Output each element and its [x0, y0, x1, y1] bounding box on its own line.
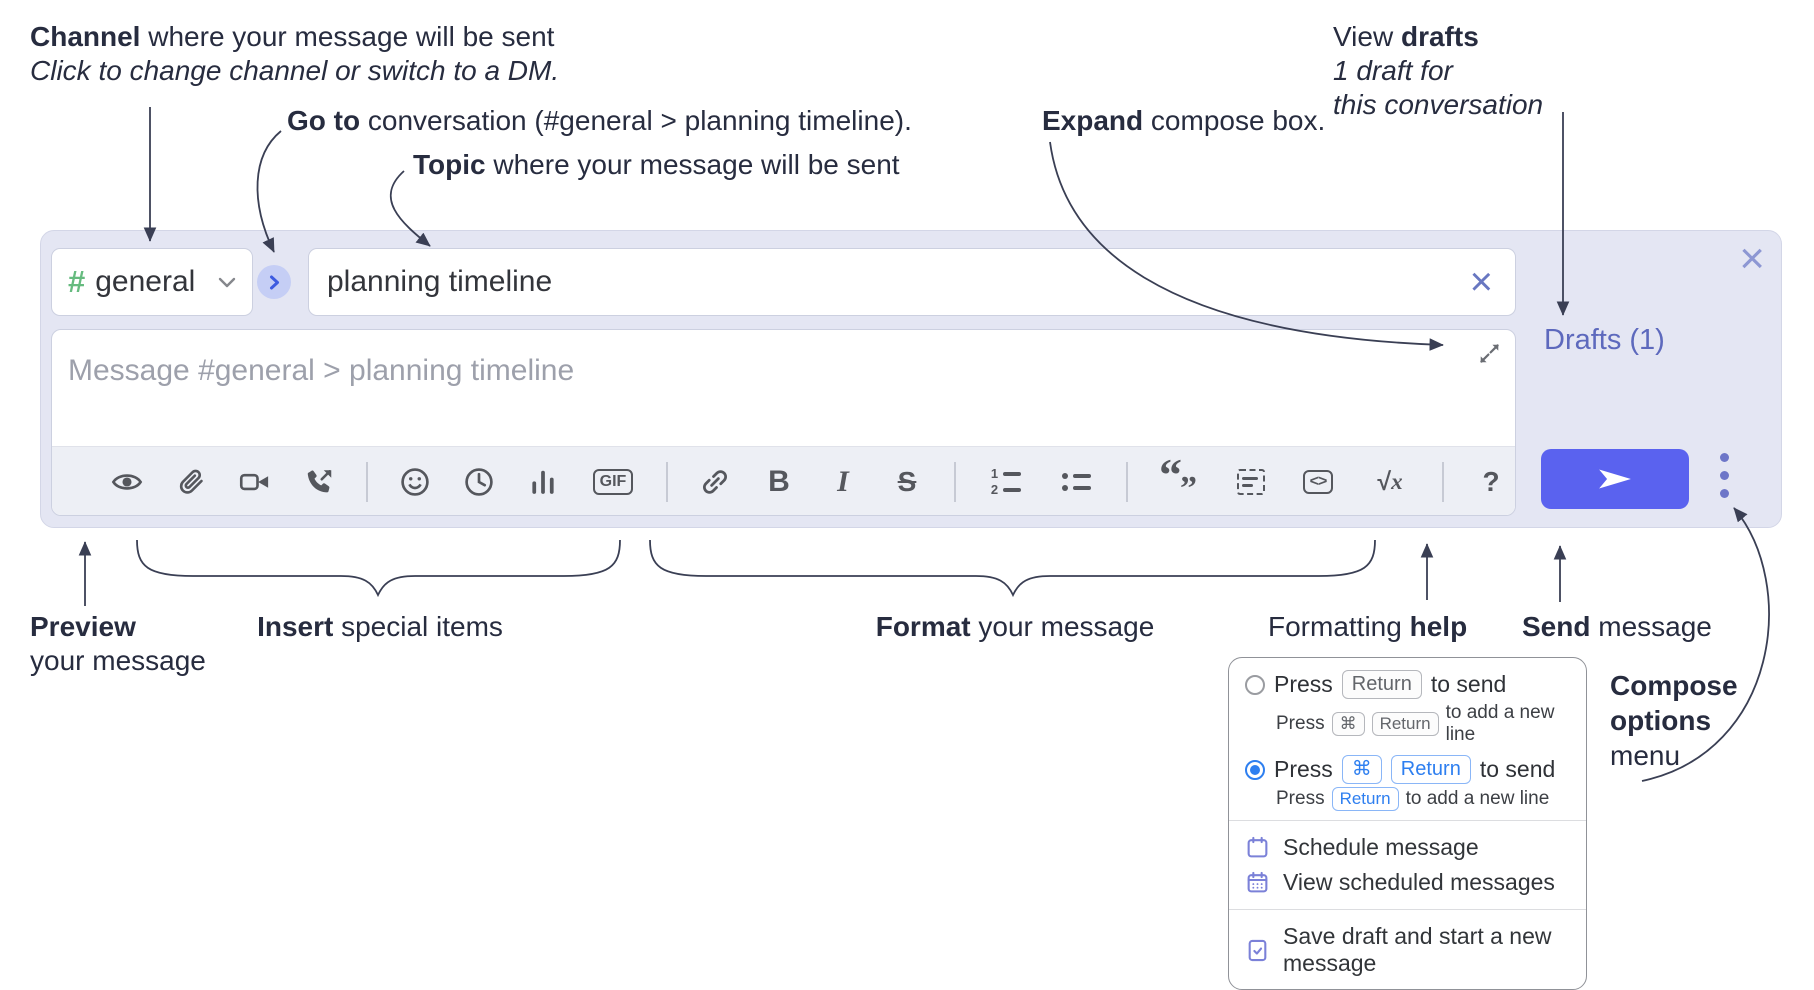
annotation-preview: Preview your message	[30, 611, 206, 676]
compose-options-menu: Press Return to send Press ⌘ Return to a…	[1228, 657, 1587, 990]
toolbar-divider	[366, 462, 368, 502]
drafts-link[interactable]: Drafts (1)	[1544, 324, 1665, 356]
compose-options-menu-button[interactable]	[1717, 453, 1731, 498]
annotation-view-drafts: View drafts 1 draft for this conversatio…	[1333, 21, 1544, 120]
calendar-grid-icon	[1245, 870, 1270, 895]
calendar-icon	[1245, 835, 1270, 860]
key-return: Return	[1341, 670, 1422, 699]
close-compose-icon[interactable]: ×	[1739, 234, 1765, 283]
key-return: Return	[1390, 755, 1471, 784]
annotation-goto: Go to conversation (#general > planning …	[287, 105, 912, 136]
radio-selected[interactable]	[1245, 759, 1265, 780]
menu-item-schedule-message[interactable]: Schedule message	[1229, 830, 1586, 865]
annotation-expand: Expand compose box.	[1042, 105, 1326, 136]
topic-input[interactable]: planning timeline ×	[308, 248, 1516, 316]
send-option-return[interactable]: Press Return to send Press ⌘ Return to a…	[1229, 668, 1586, 746]
annotation-send: Send message	[1522, 611, 1712, 642]
formatting-help-icon[interactable]: ?	[1482, 466, 1500, 497]
menu-item-view-scheduled[interactable]: View scheduled messages	[1229, 865, 1586, 900]
annotation-topic: Topic where your message will be sent	[413, 149, 900, 180]
draft-save-icon	[1245, 938, 1270, 963]
annotation-format: Format your message	[875, 611, 1155, 642]
spoiler-icon[interactable]	[1234, 460, 1268, 504]
channel-name: general	[95, 265, 196, 298]
bold-icon[interactable]: B	[768, 465, 790, 498]
key-cmd: ⌘	[1331, 712, 1365, 736]
annotation-channel: Channel where your message will be sent …	[30, 21, 560, 86]
link-icon[interactable]	[698, 460, 732, 504]
add-gif-icon[interactable]: GIF	[590, 460, 636, 504]
menu-divider	[1229, 820, 1586, 821]
annotation-insert: Insert special items	[257, 611, 503, 642]
math-icon[interactable]: √x	[1377, 467, 1403, 496]
send-icon	[1599, 469, 1631, 489]
topic-value: planning timeline	[327, 265, 553, 298]
menu-item-save-draft[interactable]: Save draft and start a new message	[1229, 919, 1586, 981]
code-icon[interactable]: <>	[1298, 460, 1338, 504]
compose-box: # general planning timeline × Message #g…	[40, 230, 1782, 528]
preview-eye-icon[interactable]	[110, 460, 144, 504]
start-video-call-icon[interactable]	[238, 460, 272, 504]
chevron-right-icon	[269, 275, 279, 289]
message-panel: Message #general > planning timeline	[51, 329, 1516, 516]
annotation-help: Formatting help	[1268, 611, 1468, 642]
expand-compose-icon[interactable]	[1476, 340, 1503, 372]
message-placeholder: Message #general > planning timeline	[68, 354, 575, 387]
channel-selector[interactable]: # general	[51, 248, 253, 316]
go-to-conversation-button[interactable]	[257, 265, 291, 299]
add-emoji-icon[interactable]	[398, 460, 432, 504]
key-return: Return	[1371, 712, 1439, 736]
toolbar-divider	[954, 462, 956, 502]
toolbar-divider	[1442, 462, 1444, 502]
italic-icon[interactable]: I	[837, 465, 849, 498]
bulleted-list-icon[interactable]	[1056, 460, 1096, 504]
key-cmd: ⌘	[1341, 755, 1382, 784]
send-option-cmd-return[interactable]: Press ⌘ Return to send Press Return to a…	[1229, 753, 1586, 811]
toolbar-divider	[1126, 462, 1128, 502]
add-poll-icon[interactable]	[526, 460, 560, 504]
menu-divider	[1229, 909, 1586, 910]
strikethrough-icon[interactable]: S	[897, 466, 917, 497]
toolbar-divider	[666, 462, 668, 502]
attach-file-icon[interactable]	[174, 460, 208, 504]
quote-icon[interactable]: “”	[1159, 449, 1197, 507]
key-return: Return	[1331, 787, 1399, 811]
annotation-compose-options: Compose options menu	[1610, 670, 1738, 771]
add-global-time-icon[interactable]	[462, 460, 496, 504]
channel-hash-icon: #	[68, 264, 86, 299]
chevron-down-icon	[218, 277, 236, 288]
start-voice-call-icon[interactable]	[302, 460, 336, 504]
send-button[interactable]	[1541, 449, 1689, 509]
message-input[interactable]: Message #general > planning timeline	[52, 330, 1515, 446]
radio-unselected[interactable]	[1245, 674, 1265, 695]
clear-topic-icon[interactable]: ×	[1469, 260, 1493, 304]
